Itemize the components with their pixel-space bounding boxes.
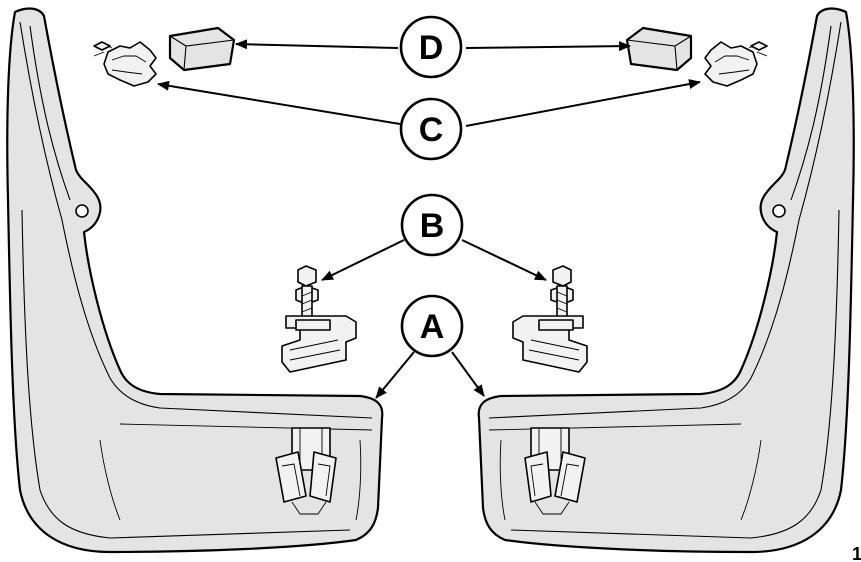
leader-a-right xyxy=(451,351,485,397)
callout-d: D xyxy=(399,15,463,79)
right-cover-d xyxy=(625,26,693,72)
leader-a-left xyxy=(375,351,415,399)
callout-b: B xyxy=(400,193,464,257)
right-bracket-with-bolt xyxy=(512,265,588,373)
left-bracket-with-bolt xyxy=(281,265,357,373)
right-clip-c xyxy=(704,41,768,87)
leader-lines xyxy=(157,39,701,399)
leader-d-left xyxy=(235,39,399,50)
leader-b-left xyxy=(321,239,405,281)
callout-c: C xyxy=(399,97,463,161)
leader-c-right xyxy=(465,79,701,127)
callout-b-label: B xyxy=(420,207,445,245)
leader-d-right xyxy=(465,41,631,52)
left-cover-d xyxy=(168,26,236,72)
page-mark: 1 xyxy=(852,544,861,562)
callout-a: A xyxy=(400,294,464,358)
callout-d-label: D xyxy=(419,29,444,67)
leader-c-left xyxy=(157,80,401,125)
callout-a-label: A xyxy=(420,308,445,346)
callout-c-label: C xyxy=(419,111,444,149)
leader-b-right xyxy=(461,239,547,281)
right-mudflap xyxy=(477,7,855,554)
left-clip-c xyxy=(93,41,157,87)
